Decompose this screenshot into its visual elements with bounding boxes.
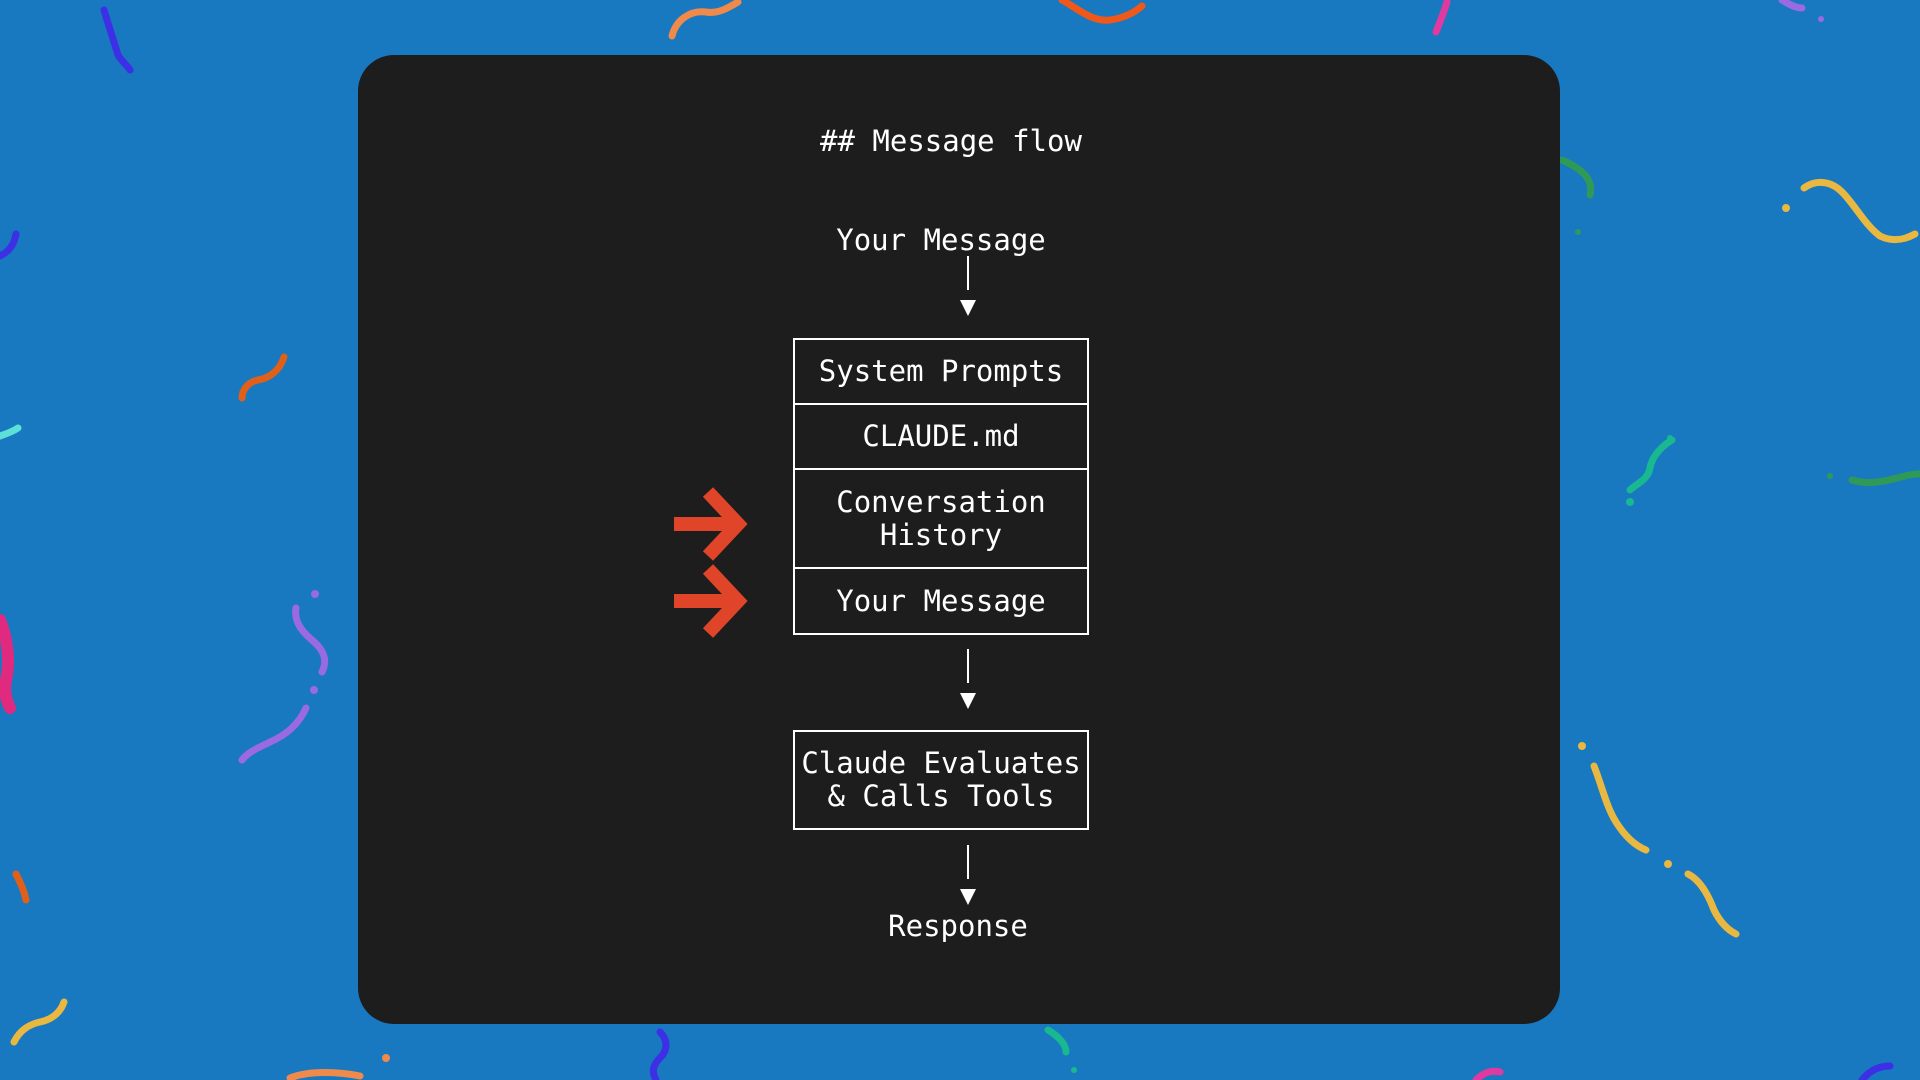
flow-arrow-2-head [960,693,976,709]
diagram-panel [358,55,1560,1024]
evaluate-box: Claude Evaluates & Calls Tools [793,730,1089,830]
flow-arrow-3-line [967,845,969,879]
end-label: Response [888,909,1028,943]
flow-arrow-1-line [967,256,969,290]
diagram-heading: ## Message flow [820,124,1082,158]
stack-box-your-message: Your Message [793,567,1089,635]
highlight-arrow-conversation-history [674,487,748,561]
stack-box-system-prompts: System Prompts [793,338,1089,405]
stack-box-conversation-history: Conversation History [793,468,1089,569]
flow-arrow-1-head [960,300,976,316]
start-label: Your Message [836,223,1046,257]
flow-arrow-3-head [960,889,976,905]
highlight-arrow-your-message [674,564,748,638]
stack-box-claude-md: CLAUDE.md [793,403,1089,470]
flow-arrow-2-line [967,649,969,683]
